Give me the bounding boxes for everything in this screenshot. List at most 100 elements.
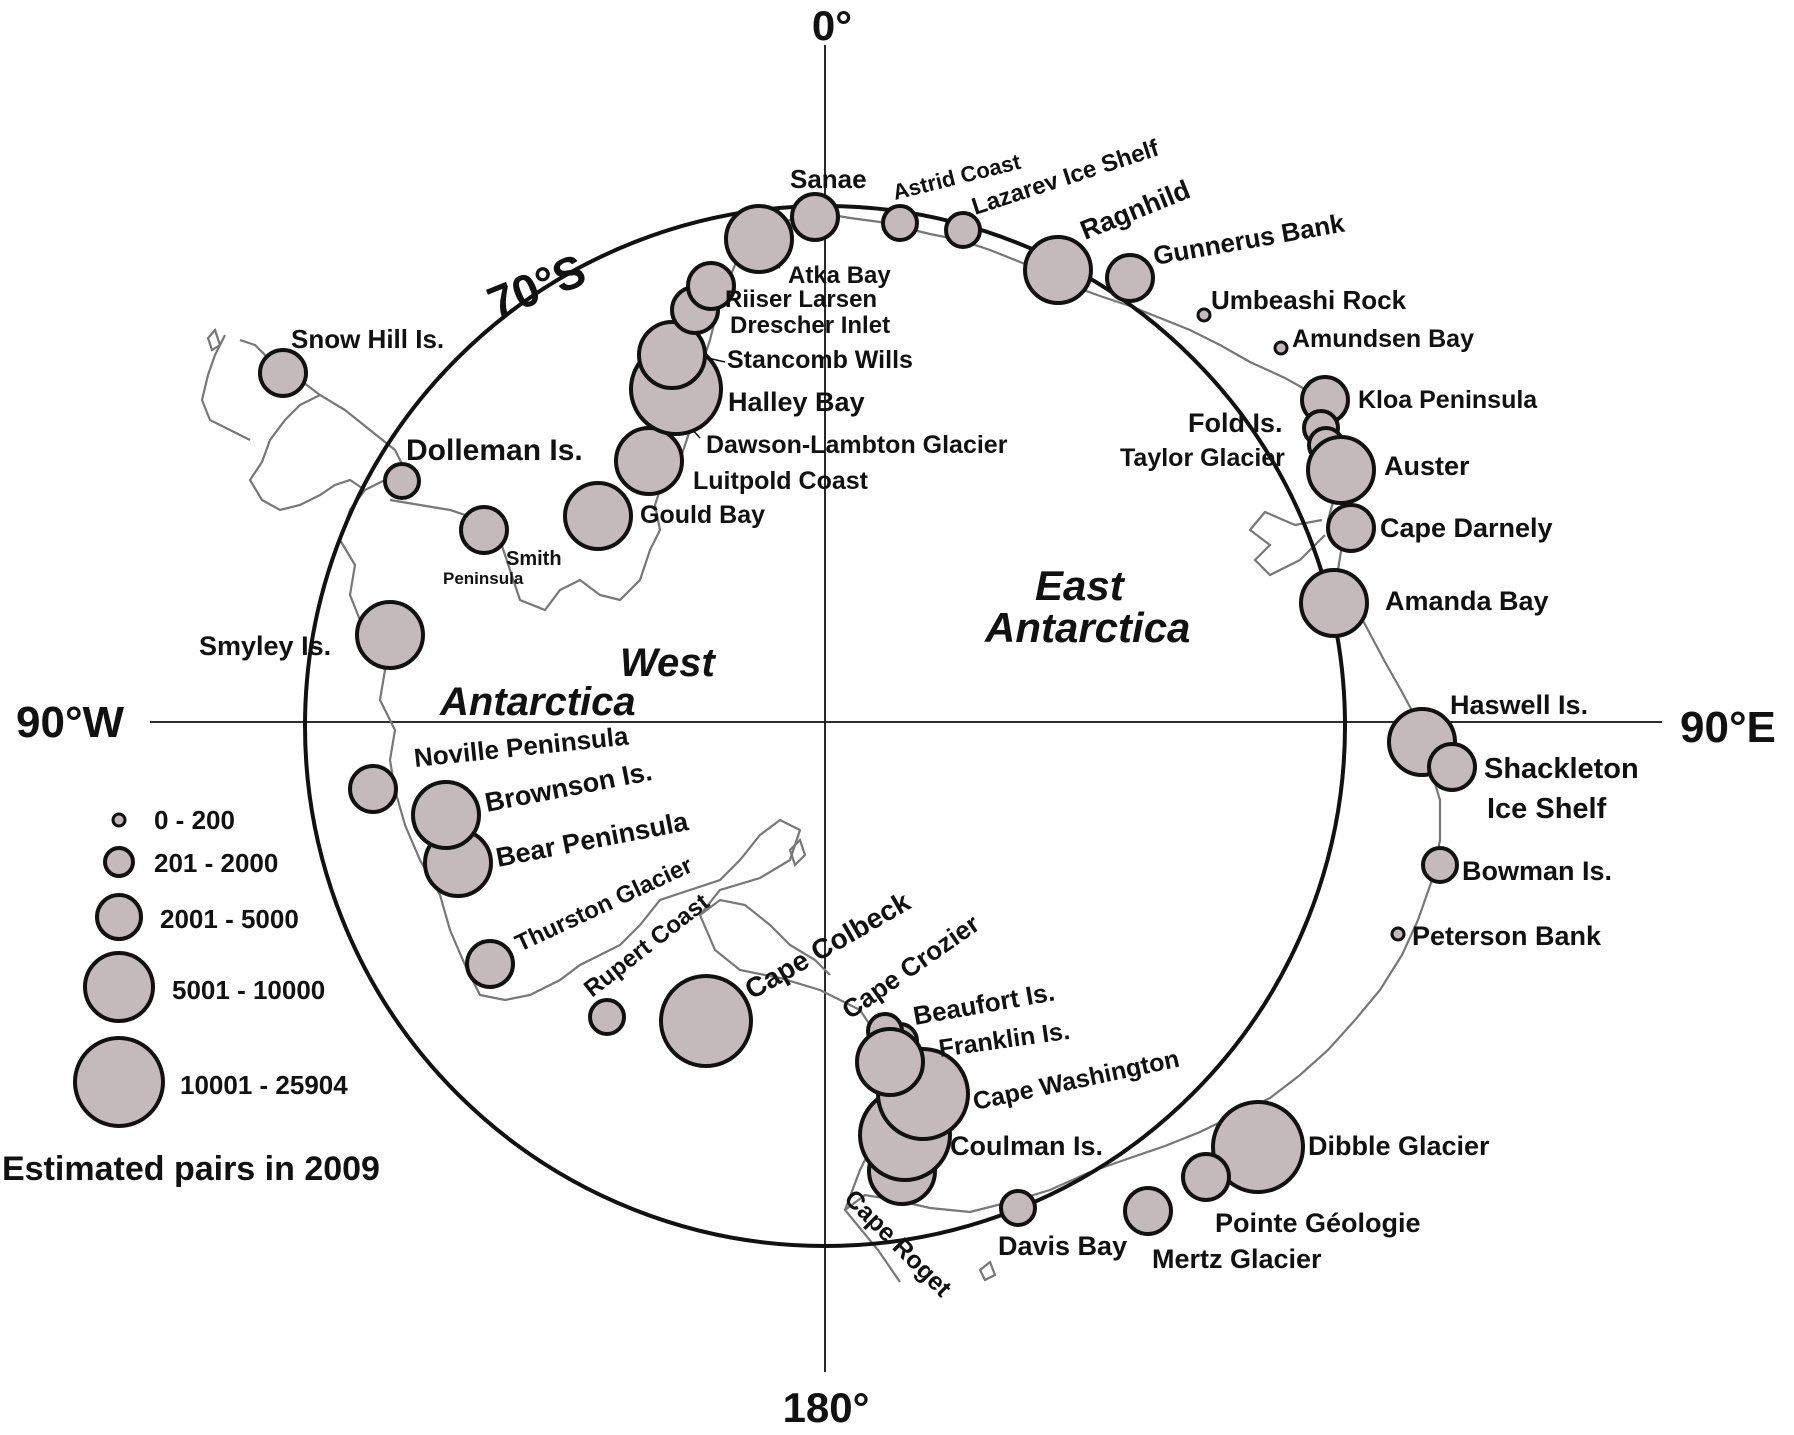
colony-marker[interactable]: Amanda Bay: [1299, 568, 1369, 638]
colony-label-smith-peninsula: Smith Peninsula: [443, 548, 566, 588]
legend-symbol-1: [111, 812, 127, 828]
coastline-peninsula-tip: [200, 334, 251, 441]
shackleton-line-1: Shackleton: [1484, 753, 1639, 785]
colony-label-smyley-is: Smyley Is.: [199, 631, 331, 661]
colony-label-dibble-glacier: Dibble Glacier: [1308, 1131, 1490, 1161]
colony-label-umbeashi-rock: Umbeashi Rock: [1211, 285, 1407, 315]
coastline-peninsula: [248, 394, 366, 512]
legend-title: Estimated pairs in 2009: [2, 1150, 380, 1188]
colony-marker[interactable]: Smith Peninsula: [459, 505, 509, 555]
colony-marker[interactable]: Atka Bay: [724, 204, 794, 274]
smith-line-2: Peninsula: [443, 569, 524, 588]
legend-symbol-4: [83, 951, 155, 1023]
colony-label-snow-hill-is: Snow Hill Is.: [291, 324, 444, 354]
colony-marker[interactable]: Smyley Is.: [355, 600, 425, 670]
colony-marker[interactable]: Cape Darnely: [1326, 503, 1376, 553]
colony-label-ragnhild: Ragnhild: [1076, 174, 1194, 245]
colony-marker[interactable]: Lazarev Ice Shelf: [944, 211, 982, 249]
colony-label-gunnerus-bank: Gunnerus Bank: [1151, 208, 1347, 271]
coastline-rossea: [239, 338, 892, 1211]
colony-label-sanae: Sanae: [790, 164, 867, 194]
colony-marker[interactable]: Gunnerus Bank: [1105, 253, 1155, 303]
legend-label-3: 2001 - 5000: [160, 904, 299, 934]
colony-label-drescher-inlet: Drescher Inlet: [730, 312, 890, 339]
axis-label-right: 90°E: [1680, 703, 1776, 752]
region-east-line1: East: [1035, 562, 1126, 609]
colony-marker[interactable]: Umbeashi Rock: [1196, 307, 1212, 323]
colony-label-dolleman-is: Dolleman Is.: [406, 434, 583, 467]
colony-label-atka-bay: Atka Bay: [788, 262, 891, 289]
legend-label-4: 5001 - 10000: [172, 975, 325, 1005]
colony-label-dawson-lambton-glacier: Dawson-Lambton Glacier: [706, 431, 1008, 459]
region-east-antarctica: East Antarctica: [984, 562, 1190, 651]
colony-marker[interactable]: Snow Hill Is.: [258, 348, 308, 398]
colony-marker[interactable]: Dolleman Is.: [383, 462, 421, 500]
colony-label-shackleton-ice-shelf: Shackleton Ice Shelf: [1484, 753, 1647, 825]
colony-marker[interactable]: Peterson Bank: [1390, 926, 1406, 942]
colony-marker[interactable]: Shackleton Ice Shelf: [1427, 742, 1477, 792]
colony-label-bowman-is: Bowman Is.: [1462, 856, 1612, 886]
colony-label-coulman-is: Coulman Is.: [950, 1131, 1103, 1161]
legend-symbol-2: [103, 846, 135, 878]
axis-label-left: 90°W: [16, 698, 125, 747]
colony-label-fold-is: Fold Is.: [1188, 408, 1283, 438]
region-east-line2: Antarctica: [984, 604, 1190, 651]
colony-marker[interactable]: Bowman Is.: [1421, 846, 1459, 884]
coastline-islands-3: [206, 327, 222, 352]
colony-label-riiser-larsen: Riiser Larsen: [725, 286, 877, 313]
colony-label-haswell-is: Haswell Is.: [1450, 690, 1588, 720]
colony-label-mertz-glacier: Mertz Glacier: [1152, 1244, 1322, 1274]
colony-label-amundsen-bay: Amundsen Bay: [1292, 325, 1474, 353]
colony-marker[interactable]: Sanae: [790, 192, 840, 242]
legend-label-1: 0 - 200: [154, 805, 235, 835]
colony-marker[interactable]: Thurston Glacier: [465, 939, 515, 989]
axis-label-bottom: 180°: [783, 1384, 870, 1431]
colony-label-peterson-bank: Peterson Bank: [1412, 921, 1602, 951]
colony-label-auster: Auster: [1384, 451, 1470, 481]
colony-marker[interactable]: Luitpold Coast: [614, 426, 684, 496]
colony-label-cape-washington: Cape Washington: [970, 1045, 1181, 1116]
colony-label-halley-bay: Halley Bay: [728, 387, 865, 417]
region-west-antarctica: West Antarctica: [439, 641, 717, 724]
colony-marker[interactable]: Brownson Is.: [411, 780, 481, 850]
legend-label-5: 10001 - 25904: [180, 1070, 348, 1100]
legend-label-2: 201 - 2000: [154, 848, 278, 878]
coastline-islands-1: [788, 837, 807, 868]
colony-marker[interactable]: Astrid Coast: [881, 204, 919, 242]
colony-marker[interactable]: Riiser Larsen: [686, 261, 736, 311]
colony-label-luitpold-coast: Luitpold Coast: [693, 467, 869, 495]
colony-marker[interactable]: Davis Bay: [999, 1189, 1037, 1227]
colony-marker[interactable]: Pointe Géologie: [1181, 1152, 1231, 1202]
colony-label-stancomb-wills: Stancomb Wills: [727, 346, 913, 374]
latitude-70s-label: 70°S: [480, 244, 592, 330]
legend: 0 - 200 201 - 2000 2001 - 5000 5001 - 10…: [2, 805, 380, 1188]
colony-marker[interactable]: Cape Colbeck: [659, 974, 753, 1068]
smith-line-1: Smith: [506, 548, 562, 570]
coastline-islands-2: [978, 1260, 997, 1282]
legend-symbol-5: [73, 1036, 165, 1128]
legend-symbol-3: [95, 893, 143, 941]
coastline-ross-shelf: [699, 898, 831, 976]
region-west-line1: West: [620, 641, 717, 685]
colony-label-pointe-geologie: Pointe Géologie: [1215, 1208, 1421, 1238]
colony-marker[interactable]: Ragnhild: [1023, 235, 1093, 305]
region-west-line2: Antarctica: [439, 680, 636, 724]
colony-marker[interactable]: Gould Bay: [563, 481, 633, 551]
colony-marker[interactable]: Amundsen Bay: [1273, 340, 1289, 356]
colony-marker[interactable]: Noville Peninsula: [348, 764, 398, 814]
colony-marker[interactable]: Auster: [1306, 435, 1376, 505]
colony-markers: Sanae Astrid Coast Lazarev Ice Shelf Rag…: [258, 192, 1477, 1236]
colony-label-taylor-glacier: Taylor Glacier: [1120, 444, 1285, 472]
shackleton-line-2: Ice Shelf: [1487, 793, 1607, 825]
colony-label-cape-darnely: Cape Darnely: [1380, 513, 1553, 543]
colony-marker[interactable]: Mertz Glacier: [1123, 1186, 1173, 1236]
colony-marker[interactable]: Dibble Glacier: [1211, 1100, 1305, 1194]
colony-label-davis-bay: Davis Bay: [998, 1231, 1127, 1261]
coastline-amery: [1248, 510, 1326, 577]
colony-marker[interactable]: Stancomb Wills: [637, 320, 707, 390]
colony-marker[interactable]: Rupert Coast: [588, 998, 626, 1036]
colony-label-brownson-is: Brownson Is.: [482, 756, 654, 818]
colony-label-gould-bay: Gould Bay: [640, 501, 765, 529]
colony-marker[interactable]: Cape Crozier: [855, 1027, 925, 1097]
